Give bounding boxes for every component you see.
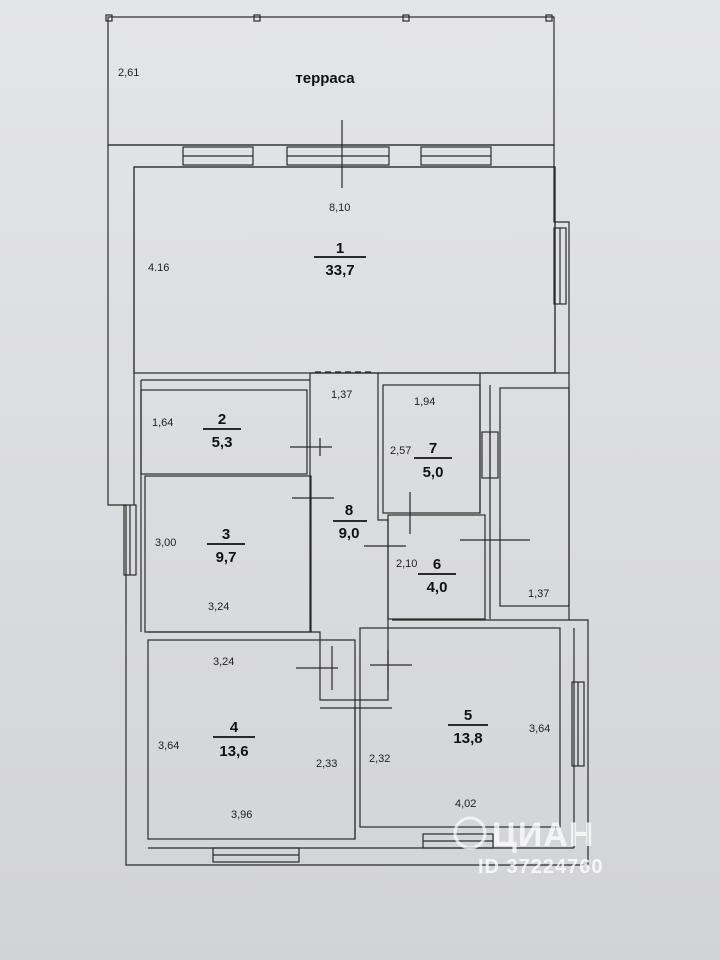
outer-wall-outer — [107, 144, 589, 866]
room-3-area: 9,7 — [216, 549, 237, 566]
terrace-post — [545, 14, 553, 22]
room-1-dimension: 8,10 — [329, 202, 350, 214]
room-1-area: 33,7 — [325, 262, 354, 279]
room-7-dimension: 2,57 — [390, 445, 411, 457]
room-8-number: 8 — [345, 502, 353, 519]
terrace-post — [402, 14, 410, 22]
terrace-post — [253, 14, 261, 22]
watermark: ЦИАН ID 37224760 — [453, 816, 604, 878]
room-5-area: 13,8 — [453, 730, 482, 747]
room-8-outline — [309, 372, 389, 701]
room-1-number: 1 — [336, 240, 344, 257]
room-4-area: 13,6 — [219, 743, 248, 760]
room-7-number: 7 — [429, 440, 437, 457]
room-8-dimension: 1,37 — [331, 389, 352, 401]
room-2-area: 5,3 — [212, 434, 233, 451]
room-2-number: 2 — [218, 411, 226, 428]
room-4-dimension: 3,24 — [213, 656, 234, 668]
room-7-area: 5,0 — [423, 464, 444, 481]
room-7-dimension: 1,94 — [414, 396, 435, 408]
room-5-number: 5 — [464, 707, 472, 724]
room-6-dimension: 2,10 — [396, 558, 417, 570]
room-4-number: 4 — [230, 719, 239, 736]
room-5-dimension: 4,02 — [455, 798, 476, 810]
room-2-outline — [140, 389, 308, 475]
room-5-outline — [359, 627, 561, 828]
room-3-dimension: 3,24 — [208, 601, 229, 613]
corridor-right-outline — [499, 387, 570, 607]
room-5-dimension: 3,64 — [529, 723, 550, 735]
room-3-number: 3 — [222, 526, 230, 543]
room-4-dimension: 3,64 — [158, 740, 179, 752]
room-3-dimension: 3,00 — [155, 537, 176, 549]
corridor-right-dimension: 1,37 — [528, 588, 549, 600]
room-1-dimension: 4.16 — [148, 262, 169, 274]
room-5-dimension: 2,32 — [369, 753, 390, 765]
room-8-area: 9,0 — [339, 525, 360, 542]
room-4-dimension: 2,33 — [316, 758, 337, 770]
room-6-area: 4,0 — [427, 579, 448, 596]
room-6-number: 6 — [433, 556, 441, 573]
watermark-logo: ЦИАН — [492, 816, 594, 854]
terrace-dimension: 2,61 — [118, 67, 139, 79]
watermark-id: ID 37224760 — [478, 856, 604, 878]
room-2-dimension: 1,64 — [152, 417, 173, 429]
terrace-post — [105, 14, 113, 22]
room-4-dimension: 3,96 — [231, 809, 252, 821]
terrace-label: терраса — [295, 70, 355, 87]
